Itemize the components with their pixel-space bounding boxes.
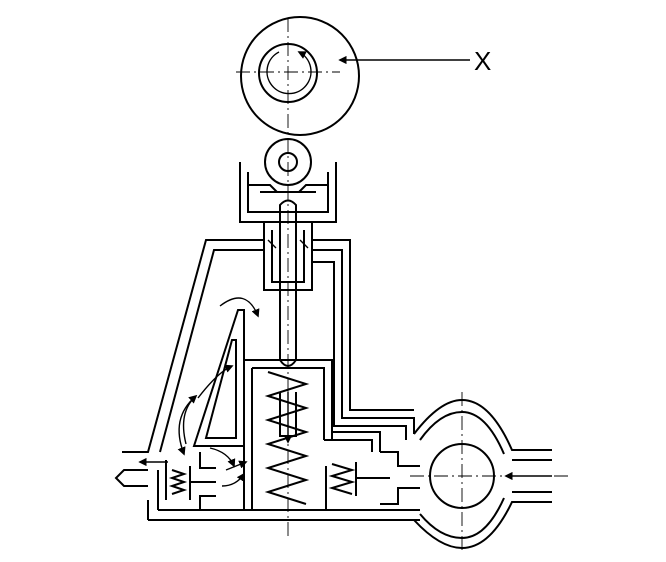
main-spring [264, 371, 310, 505]
outlet-housing [413, 398, 552, 550]
pump-body [122, 239, 420, 521]
delivery-valve [325, 451, 420, 510]
callout-x: X [338, 46, 491, 76]
discharge-port [114, 469, 148, 487]
center-lines [236, 18, 568, 550]
tappet-housing [239, 162, 337, 223]
inlet-valve [157, 452, 216, 510]
spring-chamber [243, 359, 381, 510]
flow-arrows [138, 297, 260, 487]
roller-follower [264, 138, 312, 186]
transfer-passage [192, 309, 245, 447]
callout-label: X [474, 46, 491, 76]
cam-wheel [240, 16, 360, 136]
plunger-guide [263, 222, 313, 291]
